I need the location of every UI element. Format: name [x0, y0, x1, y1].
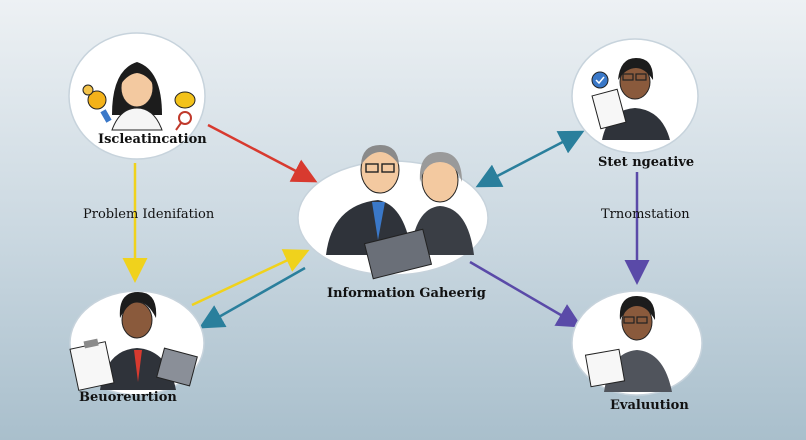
edge-label-right-vertical: Trnomstation: [601, 207, 690, 222]
node-label-bottom-right: Evaluution: [610, 398, 689, 413]
speech-bubble-icon: [174, 91, 196, 109]
node-label-bottom-left: Beuoreurtion: [79, 390, 177, 405]
checkmark-bubble-icon: [591, 71, 609, 89]
clipboard-icon: [69, 338, 115, 391]
node-top-right: [571, 38, 699, 154]
arrow-topleft-to-center: [207, 123, 318, 183]
node-top-left: [68, 32, 206, 160]
node-bottom-left: [69, 290, 205, 396]
edge-label-left-vertical: Problem Idenifation: [83, 207, 215, 222]
node-label-top-right: Stet ngeative: [598, 155, 695, 170]
arrow-center-to-bottomleft: [198, 266, 306, 329]
arrow-center-to-bottomright: [469, 260, 583, 328]
lightbulb-gear-icon: [82, 84, 112, 123]
tablet-icon: [363, 228, 433, 280]
node-label-center: Information Gaheerig: [327, 286, 486, 301]
arrow-bottomleft-to-center: [191, 249, 310, 307]
arrow-center-topright-bidirectional: [475, 130, 585, 188]
node-center: [297, 145, 489, 280]
magnifier-icon: [175, 111, 192, 131]
node-label-top-left: Iscleatincation: [98, 132, 207, 147]
document-icon: [591, 88, 627, 130]
node-bottom-right: [571, 290, 703, 396]
